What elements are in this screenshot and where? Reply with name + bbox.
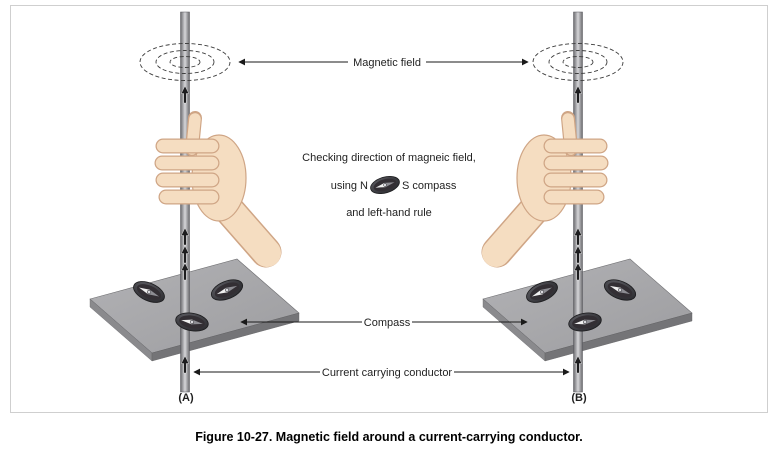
note-line-2-suffix: S compass bbox=[402, 180, 457, 192]
label-compass: Compass bbox=[364, 317, 411, 329]
note-line-2-prefix: using N bbox=[331, 180, 368, 192]
label-magnetic-field: Magnetic field bbox=[353, 57, 421, 69]
panel-a-letter: (A) bbox=[178, 392, 194, 404]
note-line-3: and left-hand rule bbox=[346, 207, 432, 219]
panel-b bbox=[483, 11, 693, 393]
label-conductor: Current carrying conductor bbox=[322, 367, 453, 379]
panel-a bbox=[89, 11, 300, 393]
figure-caption: Figure 10-27. Magnetic field around a cu… bbox=[195, 430, 583, 444]
panel-b-letter: (B) bbox=[571, 392, 587, 404]
note-line-1: Checking direction of magneic field, bbox=[302, 152, 476, 164]
